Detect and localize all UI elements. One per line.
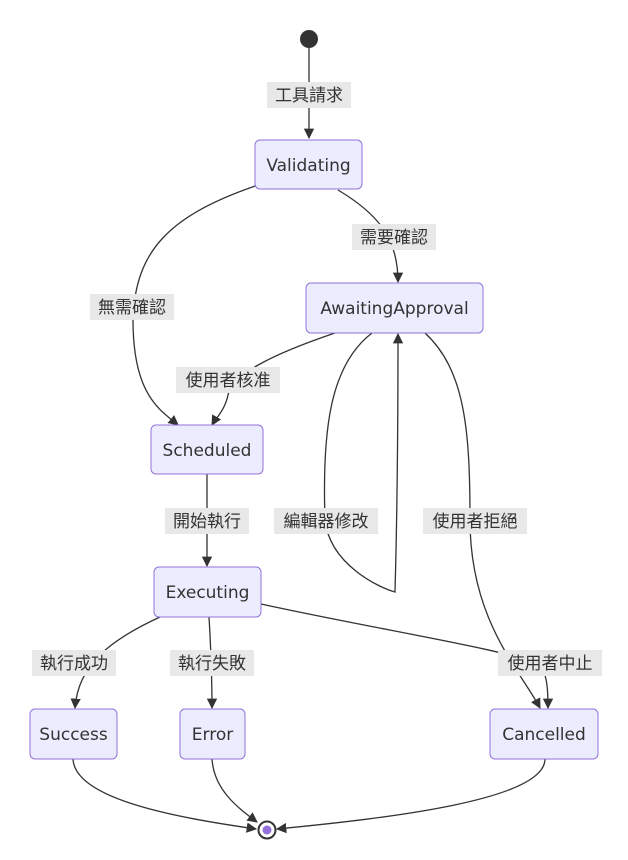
state-success: Success (29, 708, 118, 760)
label-user-aborted: 使用者中止 (498, 650, 602, 676)
label-needs-confirmation: 需要確認 (352, 224, 436, 250)
state-scheduled: Scheduled (150, 424, 264, 475)
edge-awaiting-self (323, 332, 404, 593)
svg-text:使用者核准: 使用者核准 (186, 370, 271, 391)
label-execution-success: 執行成功 (32, 650, 116, 676)
svg-text:開始執行: 開始執行 (173, 512, 241, 532)
state-validating: Validating (254, 139, 363, 190)
edge-cancelled-end (275, 758, 546, 834)
label-tool-request: 工具請求 (267, 82, 351, 108)
svg-text:編輯器修改: 編輯器修改 (284, 512, 369, 532)
start-state (300, 30, 318, 48)
state-awaiting-approval: AwaitingApproval (305, 282, 484, 334)
svg-text:Cancelled: Cancelled (502, 725, 586, 745)
svg-text:Scheduled: Scheduled (163, 441, 252, 461)
label-editor-modify: 編輯器修改 (274, 508, 378, 534)
edge-error-end (211, 758, 258, 823)
svg-text:執行成功: 執行成功 (40, 654, 108, 674)
svg-text:Error: Error (192, 725, 233, 745)
label-user-approved: 使用者核准 (176, 367, 280, 393)
svg-text:Validating: Validating (266, 156, 350, 176)
svg-text:使用者中止: 使用者中止 (508, 653, 593, 674)
svg-text:執行失敗: 執行失敗 (178, 654, 246, 674)
svg-text:AwaitingApproval: AwaitingApproval (320, 299, 468, 319)
svg-text:Success: Success (39, 725, 108, 745)
label-user-rejected: 使用者拒絕 (423, 508, 527, 534)
edge-success-end (72, 758, 258, 833)
state-executing: Executing (153, 566, 262, 618)
label-start-execution: 開始執行 (165, 508, 249, 534)
svg-text:使用者拒絕: 使用者拒絕 (433, 511, 518, 532)
label-execution-failed: 執行失敗 (170, 650, 254, 676)
svg-text:工具請求: 工具請求 (275, 86, 343, 106)
svg-text:無需確認: 無需確認 (98, 298, 166, 318)
svg-text:需要確認: 需要確認 (360, 228, 428, 248)
label-no-confirmation-needed: 無需確認 (90, 294, 174, 320)
state-error: Error (179, 708, 246, 760)
end-state (257, 820, 277, 840)
svg-text:Executing: Executing (166, 583, 250, 603)
state-cancelled: Cancelled (489, 708, 599, 760)
